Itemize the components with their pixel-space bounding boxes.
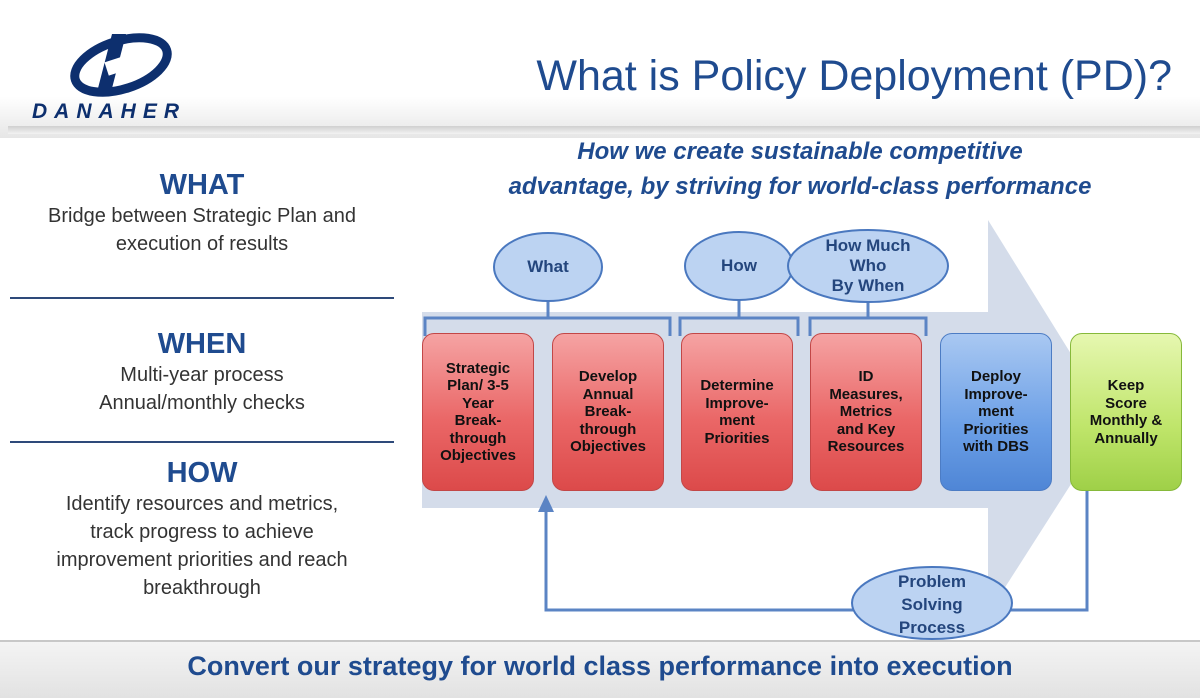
what-oval-shape [493,232,603,302]
how-much-oval-shape [787,229,949,303]
when-section: WHEN Multi-year process Annual/monthly c… [10,327,394,417]
step-keep-score: Keep Score Monthly & Annually [1070,333,1182,491]
problem-solving-label: Problem Solving Process [856,570,1008,639]
step-text: Metrics [839,403,893,421]
problem-solving-oval-shape [851,566,1013,640]
by-when-line: By When [831,276,905,295]
step-text: ID [858,368,874,386]
step-text: Monthly & [1089,412,1163,429]
what-line-1: Bridge between Strategic Plan and [48,205,356,227]
section-divider [10,297,394,299]
subtitle: How we create sustainable competitive ad… [430,134,1170,204]
step-text: and Key [836,420,896,438]
step-text: Objectives [440,447,516,464]
step-text: Plan/ 3-5 [447,377,509,394]
step-text: through [579,420,637,438]
step-text: Deploy [970,368,1021,386]
slide-header [0,0,1200,138]
what-line-2: execution of results [115,233,289,255]
step-text: Strategic [445,359,511,377]
subtitle-line-2: advantage, by striving for world-class p… [508,173,1092,200]
solving-line: Solving [901,595,963,614]
step-text: with DBS [963,438,1029,456]
problem-line: Problem [897,572,967,591]
step-text: Annually [1094,429,1158,447]
how-line-3: improvement priorities and reach [56,549,348,571]
step-text: Year [462,394,494,412]
how-much-line: How Much [825,236,911,255]
when-line-1: Multi-year process [120,364,284,386]
step-determine-priorities: Determine Improve- ment Priorities [681,333,793,491]
step-text: Develop [578,368,638,386]
how-oval-label: How [721,256,757,275]
step-text: through [449,429,507,447]
step-text: Priorities [704,429,770,447]
what-heading: WHAT [159,169,245,201]
process-line: Process [898,618,966,637]
step-text: Determine [700,377,774,394]
how-heading: HOW [166,457,238,489]
step-text: Priorities [963,420,1029,438]
step-id-measures: ID Measures, Metrics and Key Resources [810,333,922,491]
step-text: ment [978,403,1014,421]
step-text: Break- [454,412,502,429]
page-title: What is Policy Deployment (PD)? [536,52,1172,100]
what-oval-label: What [527,257,569,276]
how-line-1: Identify resources and metrics, [65,493,339,515]
step-text: Resources [827,438,905,456]
step-text: Annual [582,385,634,403]
footer-text: Convert our strategy for world class per… [187,651,1013,681]
feedback-loop-line [544,490,1089,612]
danaher-logo-icon [70,33,172,97]
step-strategic-plan: Strategic Plan/ 3-5 Year Break- through … [422,333,534,491]
step-develop-annual: Develop Annual Break- through Objectives [552,333,664,491]
step-text: Objectives [570,438,646,456]
step-deploy-priorities: Deploy Improve- ment Priorities with DBS [940,333,1052,491]
when-heading: WHEN [157,328,247,360]
step-text: Score [1105,394,1147,412]
step-text: Measures, [829,385,903,403]
how-line-2: track progress to achieve [90,521,314,543]
header-rule [8,126,1200,134]
how-section: HOW Identify resources and metrics, trac… [10,456,394,602]
bracket-lines [423,300,928,336]
when-line-2: Annual/monthly checks [99,392,305,414]
step-text: Improve- [964,385,1028,403]
what-section: WHAT Bridge between Strategic Plan and e… [10,168,394,258]
how-line-4: breakthrough [143,577,261,599]
feedback-arrowhead [538,495,554,512]
step-text: Break- [584,403,632,421]
subtitle-line-1: How we create sustainable competitive [577,138,1023,165]
step-text: Keep [1107,377,1145,394]
footer-bar [0,640,1200,698]
step-text: Improve- [705,394,769,412]
how-much-oval-label: How Much Who By When [792,236,944,296]
step-text: ment [719,412,755,429]
logo-text: DANAHER [32,100,186,123]
who-line: Who [849,256,887,275]
section-divider [10,441,394,443]
